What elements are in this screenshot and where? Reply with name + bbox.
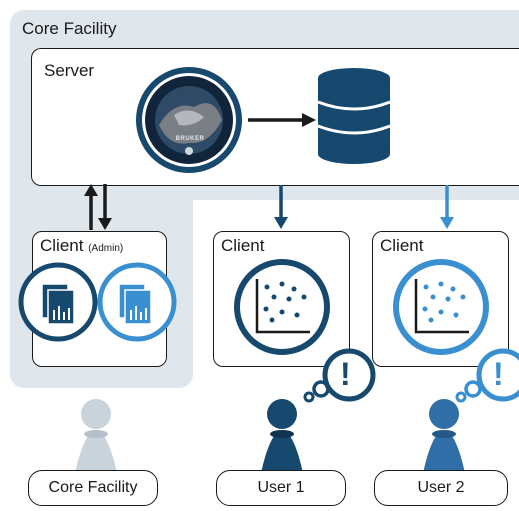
user-label-core-facility: Core Facility — [28, 470, 158, 506]
client-1-title: Client — [221, 236, 265, 255]
arrow-server-to-client-2 — [440, 185, 454, 229]
user-figure-user-1 — [260, 399, 304, 478]
arrow-server-to-client-1 — [274, 185, 288, 229]
logo-brand: BRUKER — [175, 136, 205, 142]
document-report-icon-2 — [97, 262, 177, 342]
alert-bubble-icon-2 — [455, 348, 519, 403]
client-2-title: Client — [380, 236, 424, 255]
server-box — [31, 48, 519, 186]
arrow-logo-to-database — [248, 113, 316, 127]
user-figure-core-facility — [74, 399, 118, 478]
client-admin-sublabel: (Admin) — [88, 243, 124, 254]
database-icon — [317, 68, 391, 164]
alert-bubble-icon — [303, 348, 376, 403]
server-title: Server — [44, 61, 95, 80]
user-label-user-2: User 2 — [374, 470, 508, 506]
alert-mark-1: ! — [340, 356, 351, 392]
user-figure-user-2 — [422, 399, 466, 478]
client-admin-title: Client (Admin) — [40, 236, 123, 256]
document-report-icon — [18, 262, 98, 342]
alert-mark-2: ! — [493, 356, 504, 392]
scatter-plot-icon — [234, 259, 330, 355]
core-facility-title: Core Facility — [22, 19, 117, 38]
metaboscape-logo-icon — [136, 67, 242, 173]
bidirectional-arrows-admin — [84, 184, 112, 230]
scatter-plot-icon-2 — [393, 259, 489, 355]
user-label-user-1: User 1 — [216, 470, 346, 506]
client-admin-label: Client — [40, 236, 84, 255]
